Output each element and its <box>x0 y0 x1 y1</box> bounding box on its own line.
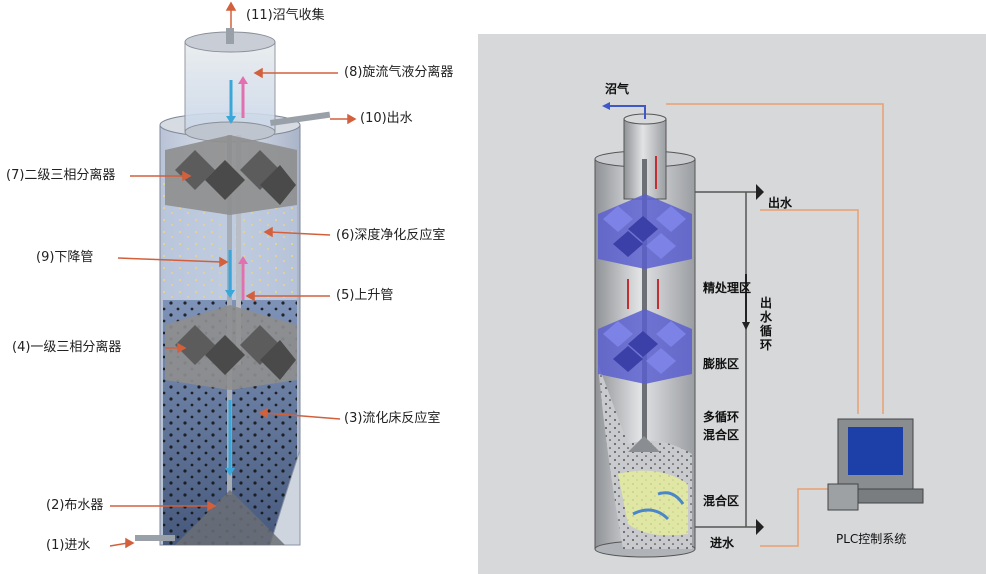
right-recirc-arrowhead <box>742 322 750 330</box>
label-second-stage-separator: (7)二级三相分离器 <box>6 168 116 183</box>
right-biogas-arrowhead <box>602 102 610 110</box>
label-cyclone-separator: (8)旋流气液分离器 <box>344 65 454 80</box>
label-right-expansion-zone: 膨胀区 <box>703 357 740 371</box>
right-swirl-arrow-1 <box>632 508 670 521</box>
leader-arrows <box>109 1 357 549</box>
right-outlet-valve <box>756 184 764 200</box>
label-water-inlet: (1)进水 <box>46 538 91 553</box>
label-right-outlet: 出水 <box>768 196 793 210</box>
label-right-multicirc: 多循环 <box>703 410 740 424</box>
left-reactor-panel: (11)沼气收集 (8)旋流气液分离器 (10)出水 (7)二级三相分离器 (6… <box>0 0 478 574</box>
label-water-outlet: (10)出水 <box>360 111 413 126</box>
label-deep-purification-chamber: (6)深度净化反应室 <box>336 228 446 243</box>
riser-pipe <box>236 135 241 365</box>
right-red-flow-arrows <box>627 156 659 309</box>
right-plc-lines <box>666 103 884 547</box>
first-stage-separator <box>165 305 297 390</box>
pink-flow-arrowhead-mid <box>238 256 248 264</box>
label-plc-system: PLC控制系统 <box>836 532 907 546</box>
pink-flow-arrowhead-top <box>238 76 248 84</box>
right-central-pipe <box>642 159 647 449</box>
label-right-multicirc-mixing: 混合区 <box>703 428 740 442</box>
second-stage-separator <box>165 135 297 215</box>
right-cone-deflector <box>628 436 660 452</box>
right-upper-separator <box>598 194 692 269</box>
blue-flow-arrowhead-low <box>225 468 235 476</box>
label-downcomer: (9)下降管 <box>36 250 94 265</box>
label-right-polishing-zone: 精处理区 <box>703 281 752 295</box>
right-reactor-drawing <box>594 102 924 558</box>
water-distributor <box>175 490 285 545</box>
plc-computer <box>827 418 924 511</box>
label-right-mixing-zone: 混合区 <box>703 494 740 508</box>
left-reactor-drawing <box>109 1 357 549</box>
blue-flow-arrowhead-mid <box>225 290 235 298</box>
cutaway-wall <box>269 449 301 546</box>
blue-flow-arrowhead-top <box>226 116 236 124</box>
right-inlet-valve <box>756 519 764 535</box>
water-outlet-pipe <box>270 111 331 126</box>
right-piping <box>695 191 758 528</box>
label-riser: (5)上升管 <box>336 288 394 303</box>
label-right-biogas: 沼气 <box>605 82 630 96</box>
label-first-stage-separator: (4)一级三相分离器 <box>12 340 122 355</box>
right-lower-separator <box>598 309 692 384</box>
gas-outlet-pipe <box>226 28 234 44</box>
right-swirl-arrow-2 <box>657 491 685 505</box>
inlet-pipe <box>135 535 175 541</box>
label-right-recirculation: 出水循环 <box>759 296 772 352</box>
label-biogas-collection: (11)沼气收集 <box>246 8 325 23</box>
right-inlet-mixing-area <box>618 470 688 536</box>
label-fluidized-bed-chamber: (3)流化床反应室 <box>344 411 441 426</box>
right-reactor-panel: 沼气 出水 出水循环 精处理区 膨胀区 多循环 混合区 混合区 进水 PLC控制… <box>478 34 986 574</box>
label-right-inlet: 进水 <box>710 536 735 550</box>
right-biogas-line <box>608 105 646 119</box>
label-water-distributor: (2)布水器 <box>46 498 104 513</box>
